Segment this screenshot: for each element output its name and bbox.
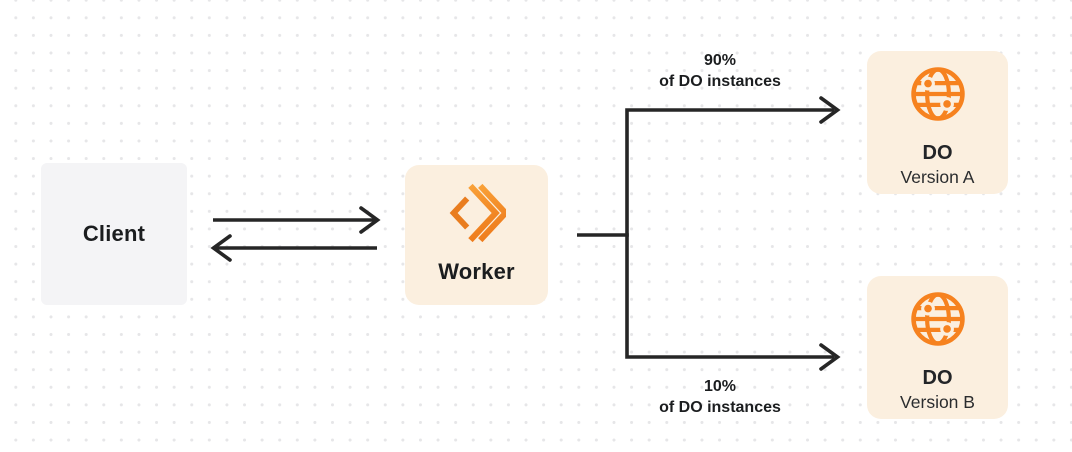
bottom-branch-caption: of DO instances [659, 399, 781, 416]
branch-split-line [625, 108, 834, 359]
do-b-subtitle: Version B [900, 392, 975, 412]
client-node: Client [41, 163, 187, 305]
client-label: Client [82, 221, 146, 246]
arrow-to-do-a-head [819, 96, 841, 124]
do-a-subtitle: Version A [900, 167, 975, 187]
worker-label: Worker [438, 259, 515, 284]
bottom-branch-label: 10% of DO instances [570, 376, 870, 418]
top-branch-caption: of DO instances [659, 73, 781, 90]
top-branch-percent: 90% [703, 52, 737, 69]
arrow-worker-to-client-head [210, 234, 232, 262]
do-b-title: DO [922, 367, 953, 389]
arrow-client-to-worker-head [359, 206, 381, 234]
arrow-to-do-b-head [819, 343, 841, 371]
bottom-branch-percent: 10% [703, 378, 737, 395]
durable-object-globe-icon [910, 292, 965, 346]
do-version-a-node: DO Version A [867, 51, 1008, 194]
top-branch-label: 90% of DO instances [570, 50, 870, 92]
do-version-b-node: DO Version B [867, 276, 1008, 419]
cloudflare-workers-icon [449, 183, 506, 243]
do-a-title: DO [922, 142, 953, 164]
durable-object-globe-icon [910, 67, 965, 121]
worker-node: Worker [405, 165, 548, 305]
